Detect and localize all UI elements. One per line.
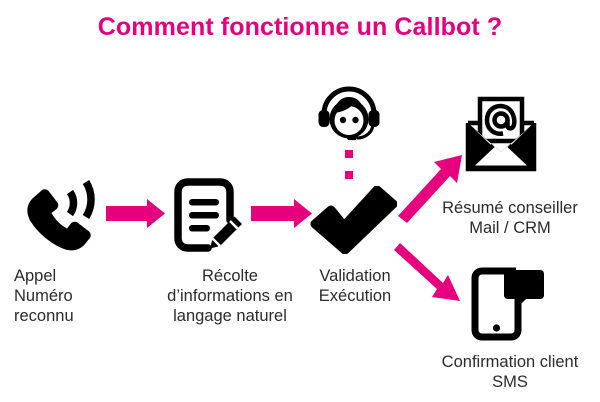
caption-validate: Validation Exécution (300, 266, 410, 306)
caption-line: Confirmation client (441, 353, 579, 371)
caption-line: Récolte (202, 267, 258, 285)
smartphone-message-icon (470, 265, 546, 341)
page-title: Comment fonctionne un Callbot ? (97, 13, 503, 41)
arrow-collect-to-validate (251, 199, 312, 228)
caption-line: Résumé conseiller (442, 199, 578, 217)
caption-collect: Récolte d’informations en langage nature… (150, 266, 310, 326)
checkmark-icon (309, 186, 397, 254)
headset-agent-icon (316, 80, 382, 146)
caption-line: Exécution (318, 287, 392, 305)
email-envelope-at-icon (462, 96, 540, 174)
dotted-connector-dot (345, 150, 353, 158)
caption-line: Validation (319, 267, 391, 285)
caption-line: d’informations en (167, 287, 293, 305)
caption-line: Mail / CRM (469, 219, 551, 237)
caption-line: SMS (492, 373, 528, 391)
caption-call: Appel Numéro reconnu (14, 266, 74, 326)
caption-sms: Confirmation client SMS (420, 352, 600, 392)
caption-line: langage naturel (173, 307, 287, 325)
arrow-call-to-collect (106, 199, 165, 228)
caption-line: reconnu (14, 307, 74, 325)
phone-ringing-icon (18, 176, 110, 256)
caption-line: Appel (14, 267, 57, 285)
caption-mail: Résumé conseiller Mail / CRM (420, 198, 600, 238)
dotted-connector-dot (345, 171, 353, 179)
document-pencil-icon (168, 176, 250, 258)
caption-line: Numéro (14, 287, 73, 305)
